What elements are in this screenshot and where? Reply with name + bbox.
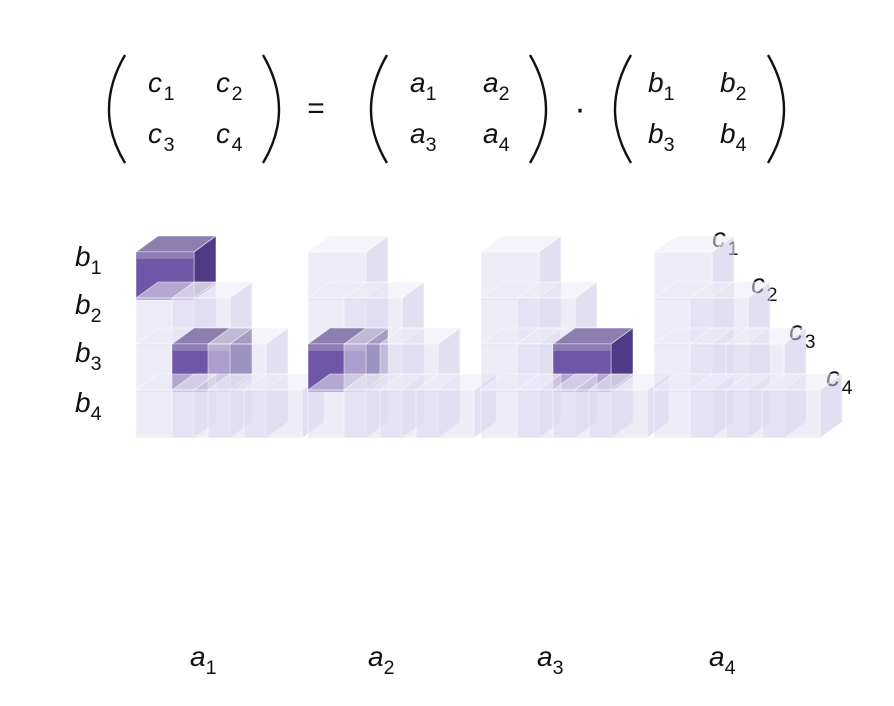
row-label-b3-subscript: 3 (91, 353, 102, 375)
eq-lhs-3-subscript: 3 (164, 134, 175, 156)
a-right-paren (528, 54, 548, 164)
eq-a-1-subscript: 1 (426, 83, 437, 105)
slice-a1-cube-0-0-highlight (136, 252, 194, 259)
row-label-b2-subscript: 2 (91, 305, 102, 327)
depth-label-c2-subscript: 2 (767, 284, 778, 306)
eq-lhs-4-letter: c (216, 118, 230, 149)
slice-a1-cube-3-3-front (243, 389, 303, 439)
slice-label-a2-subscript: 2 (384, 657, 395, 679)
row-label-b2-letter: b (75, 289, 91, 320)
row-label-b1-letter: b (75, 241, 91, 272)
slice-a3-cube-2-2-highlight (553, 344, 611, 351)
a-left-paren (369, 54, 389, 164)
slice-label-a1-subscript: 1 (206, 657, 217, 679)
eq-a-1-letter: a (410, 67, 426, 98)
depth-label-c3-subscript: 3 (805, 331, 816, 353)
eq-a-2-letter: a (483, 67, 499, 98)
slice-a4-cube-3-3-front (761, 389, 821, 439)
eq-b-4-subscript: 4 (736, 134, 747, 156)
slice-a4-cube-3-3 (760, 373, 844, 439)
eq-b-4-letter: b (720, 118, 736, 149)
depth-label-c4-subscript: 4 (842, 377, 853, 399)
eq-b-3-letter: b (648, 118, 664, 149)
eq-a-4-letter: a (483, 118, 499, 149)
lhs-left-paren (107, 54, 127, 164)
b-right-paren (766, 54, 786, 164)
eq-lhs-2-subscript: 2 (232, 83, 243, 105)
eq-b-1-subscript: 1 (664, 83, 675, 105)
eq-a-3-subscript: 3 (426, 134, 437, 156)
slice-label-a2-letter: a (368, 641, 384, 672)
slice-label-a1-letter: a (190, 641, 206, 672)
eq-a-2-subscript: 2 (499, 83, 510, 105)
eq-lhs-4-subscript: 4 (232, 134, 243, 156)
slice-a1-cube-1-2-highlight (172, 344, 230, 351)
eq-lhs-1-subscript: 1 (164, 83, 175, 105)
eq-lhs-3-letter: c (148, 118, 162, 149)
dot-operator: · (574, 90, 585, 128)
tensor-slices (134, 235, 844, 439)
eq-b-2-subscript: 2 (736, 83, 747, 105)
equals-sign: = (307, 92, 325, 125)
row-label-b4-subscript: 4 (91, 403, 102, 425)
slice-label-a4-letter: a (709, 641, 725, 672)
eq-a-4-subscript: 4 (499, 134, 510, 156)
eq-b-3-subscript: 3 (664, 134, 675, 156)
eq-lhs-2-letter: c (216, 67, 230, 98)
slice-label-a3-letter: a (537, 641, 553, 672)
eq-a-3-letter: a (410, 118, 426, 149)
eq-lhs-1-letter: c (148, 67, 162, 98)
slice-a2-cube-3-3-front (415, 389, 475, 439)
row-label-b4-letter: b (75, 387, 91, 418)
row-label-b1-subscript: 1 (91, 257, 102, 279)
slice-label-a3-subscript: 3 (553, 657, 564, 679)
b-left-paren (613, 54, 633, 164)
row-label-b3-letter: b (75, 337, 91, 368)
lhs-right-paren (261, 54, 281, 164)
eq-b-2-letter: b (720, 67, 736, 98)
slice-label-a4-subscript: 4 (725, 657, 736, 679)
slice-a3-cube-3-3-front (588, 389, 648, 439)
slice-a2-cube-0-2-highlight (308, 344, 366, 351)
eq-b-1-letter: b (648, 67, 664, 98)
